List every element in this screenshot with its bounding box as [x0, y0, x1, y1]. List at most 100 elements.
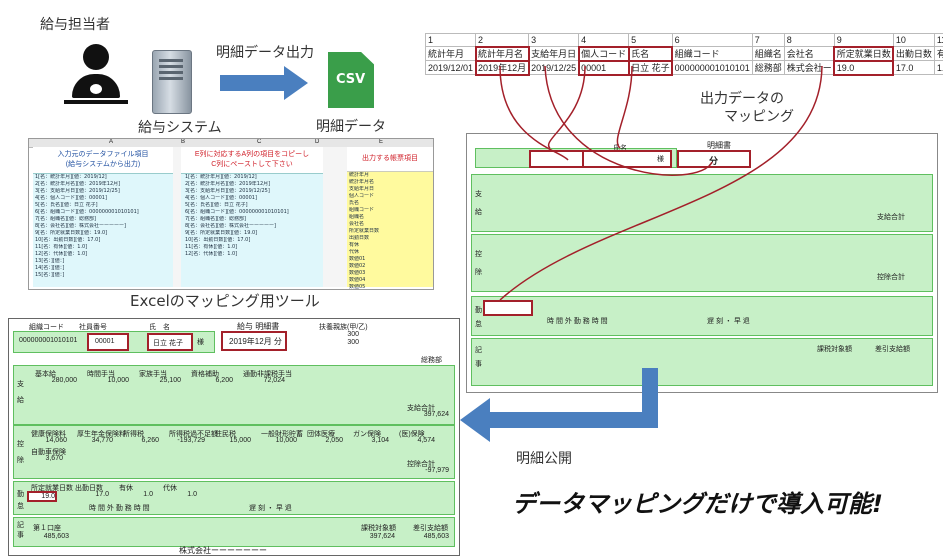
period-value: 2019年12月 分	[229, 337, 282, 346]
csv-file-icon	[328, 52, 374, 108]
emp-no-value: 00001	[95, 338, 115, 345]
template-bun: 分	[709, 156, 719, 166]
grid-value: 1.0	[187, 491, 197, 498]
grid-value: 19.0	[27, 491, 57, 502]
template-taxable: 課税対象額	[817, 346, 852, 353]
template-period-box: 分	[677, 150, 751, 168]
taxable-value: 397,624	[369, 533, 395, 540]
pay-side-label: 支給	[17, 381, 24, 404]
excel-row-a: 6[名：組織コード][値：000000001010101]	[35, 209, 139, 215]
template-deduct-section	[471, 234, 933, 292]
excel-col-a: 入力元のデータファイル項目 (給与システムから出力) 1[名：統計年月][値：2…	[33, 147, 174, 287]
excel-row-e: 数値02	[349, 263, 366, 269]
excel-row-e: 出勤日数	[349, 235, 370, 241]
grid-header: 基本給	[35, 371, 56, 378]
excel-row-c: 9[名：所定就業日数][値：19.0]	[185, 230, 258, 236]
grid-value: 25,100	[159, 377, 181, 384]
excel-row-a: 15[名：][値：]	[35, 272, 65, 278]
grid-header: 代休	[163, 485, 177, 492]
excel-row-a: 1[名：統計年月][値：2019/12]	[35, 174, 107, 180]
excel-row-e: 数値04	[349, 277, 366, 283]
col-letter-d: D	[315, 139, 320, 145]
excel-row-c: 3[名：支給年月日][値：2019/12/25]	[185, 188, 270, 194]
detail-data-label: 明細データ	[316, 119, 386, 135]
excel-row-a: 7[名：組織名][値：総務部]	[35, 216, 96, 222]
col-letter-e: E	[379, 139, 384, 145]
detail-publish-label: 明細公開	[516, 451, 572, 467]
catchphrase: データマッピングだけで導入可能!	[512, 490, 883, 518]
excel-row-e: 数値05	[349, 284, 366, 290]
org-code-value: 000000001010101	[19, 337, 78, 344]
pay-total-value: 397,624	[423, 411, 449, 418]
name-value: 日立 花子	[153, 340, 183, 347]
grid-header: 所得税過不足額	[169, 431, 218, 438]
payslip-template: 明細書 氏名 様 分 支給 支給合計 控除 控除合計 勤怠 時 間 外 勤 務 …	[466, 133, 938, 393]
template-sama: 様	[657, 156, 664, 163]
deduct-side-label: 控除	[17, 441, 24, 464]
excel-row-a: 14[名：][値：]	[35, 265, 65, 271]
grid-value: 3,104	[371, 437, 389, 444]
late-early-label: 遅 刻 ・ 早 退	[249, 505, 292, 512]
template-name-label: 氏名	[613, 145, 627, 152]
name-box: 日立 花子	[147, 333, 193, 351]
grid-header: 住民税	[215, 431, 236, 438]
template-late-early: 遅 刻 ・ 早 退	[707, 318, 750, 325]
excel-row-c: 5[名：氏名][値：日立 花子]	[185, 202, 248, 208]
excel-row-e: 氏名	[349, 200, 360, 206]
excel-row-a: 9[名：所定就業日数][値：19.0]	[35, 230, 108, 236]
template-memo-section	[471, 338, 933, 386]
excel-row-a: 8[名：会社名][値：株式会社ーーーーー]	[35, 223, 126, 229]
grid-header: 所定就業日数	[31, 485, 73, 492]
template-deduct-total: 控除合計	[877, 274, 905, 281]
grid-value: 10,000	[107, 377, 129, 384]
sama-text: 様	[197, 339, 204, 346]
grid-header: (医)保険	[399, 431, 425, 438]
auto-ins-value: 3,670	[45, 455, 63, 462]
grid-header: 家族手当	[139, 371, 167, 378]
grid-value: 1.0	[143, 491, 153, 498]
output-mapping-label-1: 出力データの	[700, 91, 784, 107]
template-memo-side: 記事	[475, 347, 482, 368]
excel-row-e: 個人コード	[349, 193, 375, 199]
excel-mapping-tool: A B C D E 入力元のデータファイル項目 (給与システムから出力) 1[名…	[28, 138, 434, 290]
template-title: 明細書	[707, 141, 731, 150]
grid-header: 時間手当	[87, 371, 115, 378]
template-workdays-box	[483, 300, 533, 316]
net-value: 485,603	[423, 533, 449, 540]
grid-header: 通勤非課税手当	[243, 371, 292, 378]
grid-value: 6,200	[215, 377, 233, 384]
excel-row-c: 12[名：代休][値：1.0]	[185, 251, 238, 257]
excel-row-c: 2[名：統計年月名][値：2019年12月]	[185, 181, 271, 187]
excel-row-e: 数値01	[349, 256, 366, 262]
excel-row-c: 7[名：組織名][値：総務部]	[185, 216, 246, 222]
grid-value: 6,260	[141, 437, 159, 444]
excel-row-e: 所定就業日数	[349, 228, 380, 234]
excel-row-e: 支給年月日	[349, 186, 375, 192]
template-overtime: 時 間 外 勤 務 時 間	[547, 318, 608, 325]
csv-cell-8: 19.0	[833, 59, 895, 76]
grid-header: 一般財形貯蓄	[261, 431, 303, 438]
col-letter-c: C	[257, 139, 262, 145]
excel-row-c: 8[名：会社名][値：株式会社ーーーーー]	[185, 223, 276, 229]
excel-row-c: 10[名：出勤日数][値：17.0]	[185, 237, 251, 243]
company-name: 株式会社ーーーーーーー	[179, 546, 267, 555]
tax-value-1: 300	[347, 331, 359, 338]
col-c-header: E列に対応するA列の項目をコピーし C列にペーストして下さい	[181, 147, 323, 174]
memo-value: 485,603	[43, 533, 69, 540]
emp-no-label: 社員番号	[79, 324, 107, 331]
grid-header: 厚生年金保険料	[77, 431, 126, 438]
pay-section	[13, 365, 455, 425]
payslip-title: 給与 明細書	[237, 322, 280, 331]
col-a-header: 入力元のデータファイル項目 (給与システムから出力)	[33, 147, 173, 174]
memo-side-label: 記事	[17, 522, 24, 539]
excel-row-e: 組織名	[349, 214, 365, 220]
excel-row-a: 13[名：][値：]	[35, 258, 65, 264]
tax-label: 扶養親族(甲/乙)	[319, 324, 368, 331]
grid-value: 14,060	[45, 437, 67, 444]
excel-row-c: 11[名：有休][値：1.0]	[185, 244, 238, 250]
excel-row-e: 統計年月	[349, 172, 370, 178]
grid-value: 2,050	[325, 437, 343, 444]
name-label: 氏 名	[149, 324, 170, 331]
grid-header: ガン保険	[353, 431, 381, 438]
